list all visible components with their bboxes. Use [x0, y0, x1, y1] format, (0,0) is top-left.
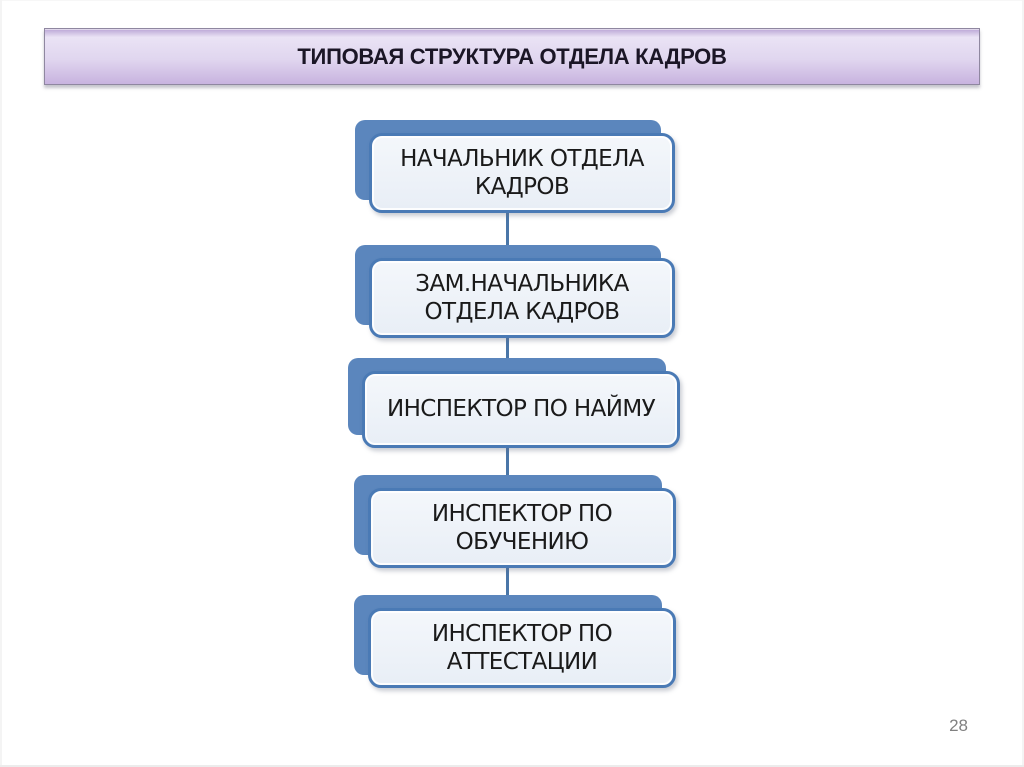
node-label: ИНСПЕКТОР ПО ОБУЧЕНИЮ	[431, 500, 613, 555]
org-node-deputy: ЗАМ.НАЧАЛЬНИКА ОТДЕЛА КАДРОВ	[355, 245, 675, 338]
node-label: ИНСПЕКТОР ПО АТТЕСТАЦИИ	[431, 620, 613, 675]
node-label: ЗАМ.НАЧАЛЬНИКА ОТДЕЛА КАДРОВ	[415, 270, 629, 325]
org-node-hiring-inspector: ИНСПЕКТОР ПО НАЙМУ	[348, 358, 680, 448]
org-node-attestation-inspector: ИНСПЕКТОР ПО АТТЕСТАЦИИ	[354, 595, 676, 688]
slide-title: ТИПОВАЯ СТРУКТУРА ОТДЕЛА КАДРОВ	[297, 43, 727, 69]
node-box: ЗАМ.НАЧАЛЬНИКА ОТДЕЛА КАДРОВ	[369, 258, 675, 338]
node-box: ИНСПЕКТОР ПО АТТЕСТАЦИИ	[368, 608, 676, 688]
connector-line	[506, 210, 509, 248]
connector-line	[506, 335, 509, 363]
connector-line	[506, 565, 509, 597]
org-node-head: НАЧАЛЬНИК ОТДЕЛА КАДРОВ	[355, 120, 675, 213]
node-box: НАЧАЛЬНИК ОТДЕЛА КАДРОВ	[369, 133, 675, 213]
org-node-training-inspector: ИНСПЕКТОР ПО ОБУЧЕНИЮ	[354, 475, 676, 568]
page-number: 28	[949, 716, 968, 735]
node-box: ИНСПЕКТОР ПО ОБУЧЕНИЮ	[368, 488, 676, 568]
connector-line	[506, 445, 509, 477]
node-label: ИНСПЕКТОР ПО НАЙМУ	[386, 396, 656, 423]
title-banner: ТИПОВАЯ СТРУКТУРА ОТДЕЛА КАДРОВ	[44, 28, 980, 85]
node-label: НАЧАЛЬНИК ОТДЕЛА КАДРОВ	[400, 145, 644, 200]
node-box: ИНСПЕКТОР ПО НАЙМУ	[362, 371, 680, 448]
